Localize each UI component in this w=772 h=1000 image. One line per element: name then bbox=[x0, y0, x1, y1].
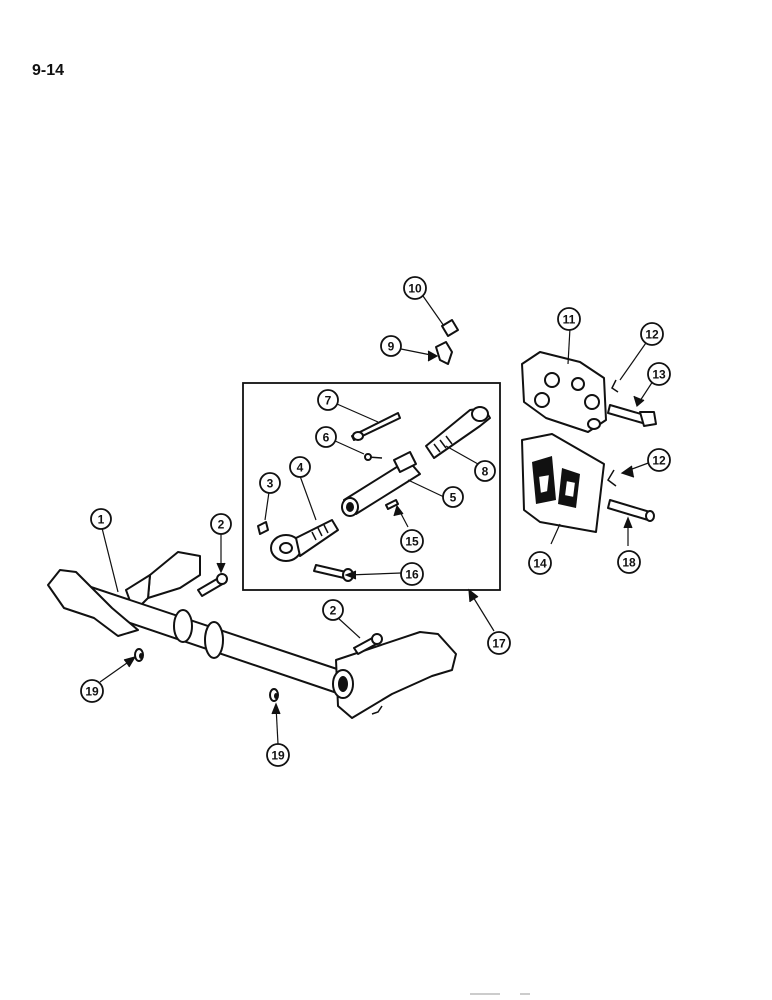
top-link-end-part-8 bbox=[425, 406, 491, 459]
svg-text:13: 13 bbox=[652, 368, 666, 382]
callout-2a: 2 bbox=[210, 513, 232, 535]
callout-12b: 12 bbox=[647, 448, 671, 472]
svg-text:10: 10 bbox=[408, 282, 422, 296]
svg-text:3: 3 bbox=[267, 477, 274, 491]
svg-text:7: 7 bbox=[325, 394, 332, 408]
svg-text:11: 11 bbox=[563, 313, 576, 327]
svg-text:15: 15 bbox=[405, 535, 419, 549]
pin-part-18 bbox=[607, 499, 655, 522]
callout-12a: 12 bbox=[640, 322, 664, 346]
plate-part-10 bbox=[441, 319, 459, 337]
svg-text:5: 5 bbox=[450, 491, 457, 505]
assembly-17-box bbox=[242, 382, 501, 591]
svg-text:8: 8 bbox=[482, 465, 489, 479]
callout-18: 18 bbox=[617, 550, 641, 574]
clip-part-19a bbox=[134, 648, 144, 662]
bolt-part-15 bbox=[385, 499, 399, 510]
svg-text:6: 6 bbox=[323, 431, 330, 445]
pin-part-2a bbox=[197, 573, 228, 597]
pin-part-16 bbox=[313, 564, 354, 582]
callout-19b: 19 bbox=[266, 743, 290, 767]
callout-5: 5 bbox=[442, 486, 464, 508]
svg-text:9: 9 bbox=[388, 340, 395, 354]
clip-part-12a bbox=[611, 379, 619, 393]
callout-10: 10 bbox=[403, 276, 427, 300]
svg-text:17: 17 bbox=[492, 637, 506, 651]
tube-part-5 bbox=[341, 451, 421, 517]
page-number: 9-14 bbox=[32, 62, 65, 79]
callout-13: 13 bbox=[647, 362, 671, 386]
callout-15: 15 bbox=[400, 529, 424, 553]
callout-19a: 19 bbox=[80, 679, 104, 703]
callout-7: 7 bbox=[317, 389, 339, 411]
callout-6: 6 bbox=[315, 426, 337, 448]
callout-8: 8 bbox=[474, 460, 496, 482]
svg-text:18: 18 bbox=[622, 556, 636, 570]
clip-part-12b bbox=[607, 469, 617, 487]
callout-14: 14 bbox=[528, 551, 552, 575]
clip-part-19b bbox=[269, 688, 279, 702]
rod-part-7 bbox=[351, 412, 401, 441]
callout-11: 11 bbox=[557, 307, 581, 331]
svg-text:12: 12 bbox=[645, 328, 659, 342]
pin-part-2b bbox=[353, 633, 383, 655]
callout-16: 16 bbox=[400, 562, 424, 586]
callout-2b: 2 bbox=[322, 599, 344, 621]
callout-9: 9 bbox=[380, 335, 402, 357]
callout-4: 4 bbox=[289, 456, 311, 478]
svg-text:14: 14 bbox=[533, 557, 547, 571]
top-link-end-part-4 bbox=[270, 519, 339, 562]
svg-text:16: 16 bbox=[405, 568, 419, 582]
pin-part-3 bbox=[257, 521, 269, 535]
leader-lines bbox=[99, 295, 654, 745]
svg-text:19: 19 bbox=[85, 685, 99, 699]
svg-text:12: 12 bbox=[652, 454, 666, 468]
callout-1: 1 bbox=[90, 508, 112, 530]
svg-text:2: 2 bbox=[330, 604, 337, 618]
svg-text:19: 19 bbox=[271, 749, 285, 763]
callout-3: 3 bbox=[259, 472, 281, 494]
lift-shaft-part bbox=[47, 551, 457, 719]
svg-text:1: 1 bbox=[98, 513, 105, 527]
svg-text:4: 4 bbox=[297, 461, 304, 475]
pin-part-13 bbox=[607, 404, 657, 427]
bracket-part-11 bbox=[521, 351, 607, 433]
pin-part-6 bbox=[364, 453, 383, 461]
svg-text:2: 2 bbox=[218, 518, 225, 532]
callout-17: 17 bbox=[487, 631, 511, 655]
bracket-part-9 bbox=[435, 341, 453, 365]
plate-part-14 bbox=[521, 433, 605, 533]
